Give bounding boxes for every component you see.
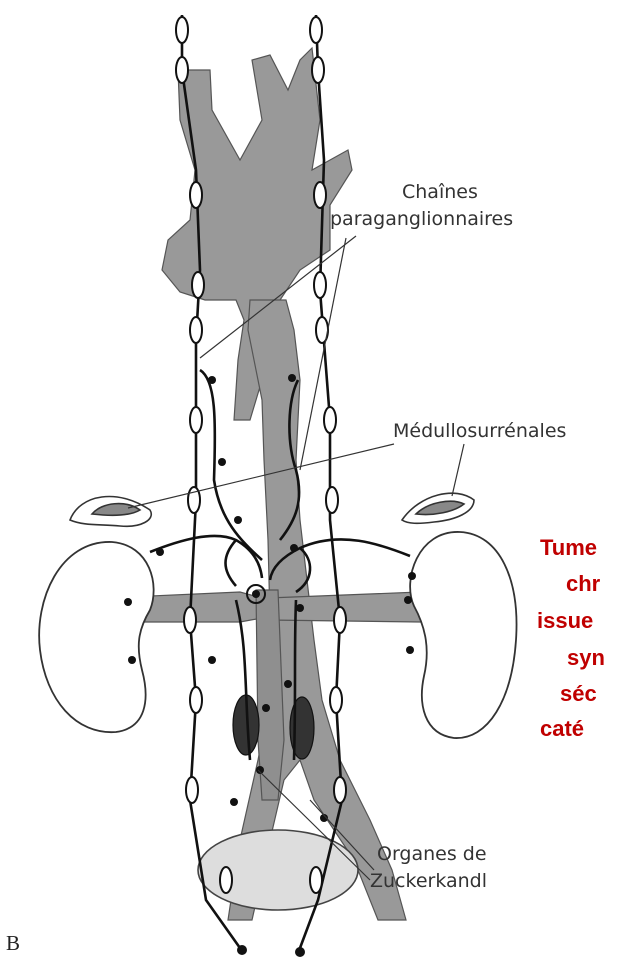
side-text-line-5: séc <box>560 681 597 707</box>
label-chaines-line1: Chaînes <box>402 181 478 204</box>
side-text-line-6: caté <box>540 716 584 742</box>
side-text-line-3: issue <box>537 608 593 634</box>
panel-letter: B <box>6 931 20 956</box>
right-kidney <box>410 532 516 738</box>
label-chaines-line2: paraganglionnaires <box>330 208 513 231</box>
side-text-line-2: chr <box>566 571 600 597</box>
side-text-line-1: Tume <box>540 535 597 561</box>
label-organes-line1: Organes de <box>377 843 487 866</box>
label-organes-line2: Zuckerkandl <box>370 870 487 893</box>
label-medullosurrenales: Médullosurrénales <box>393 420 566 443</box>
vessel-system <box>106 48 436 920</box>
left-kidney <box>39 542 153 732</box>
side-text-line-4: syn <box>567 645 605 671</box>
